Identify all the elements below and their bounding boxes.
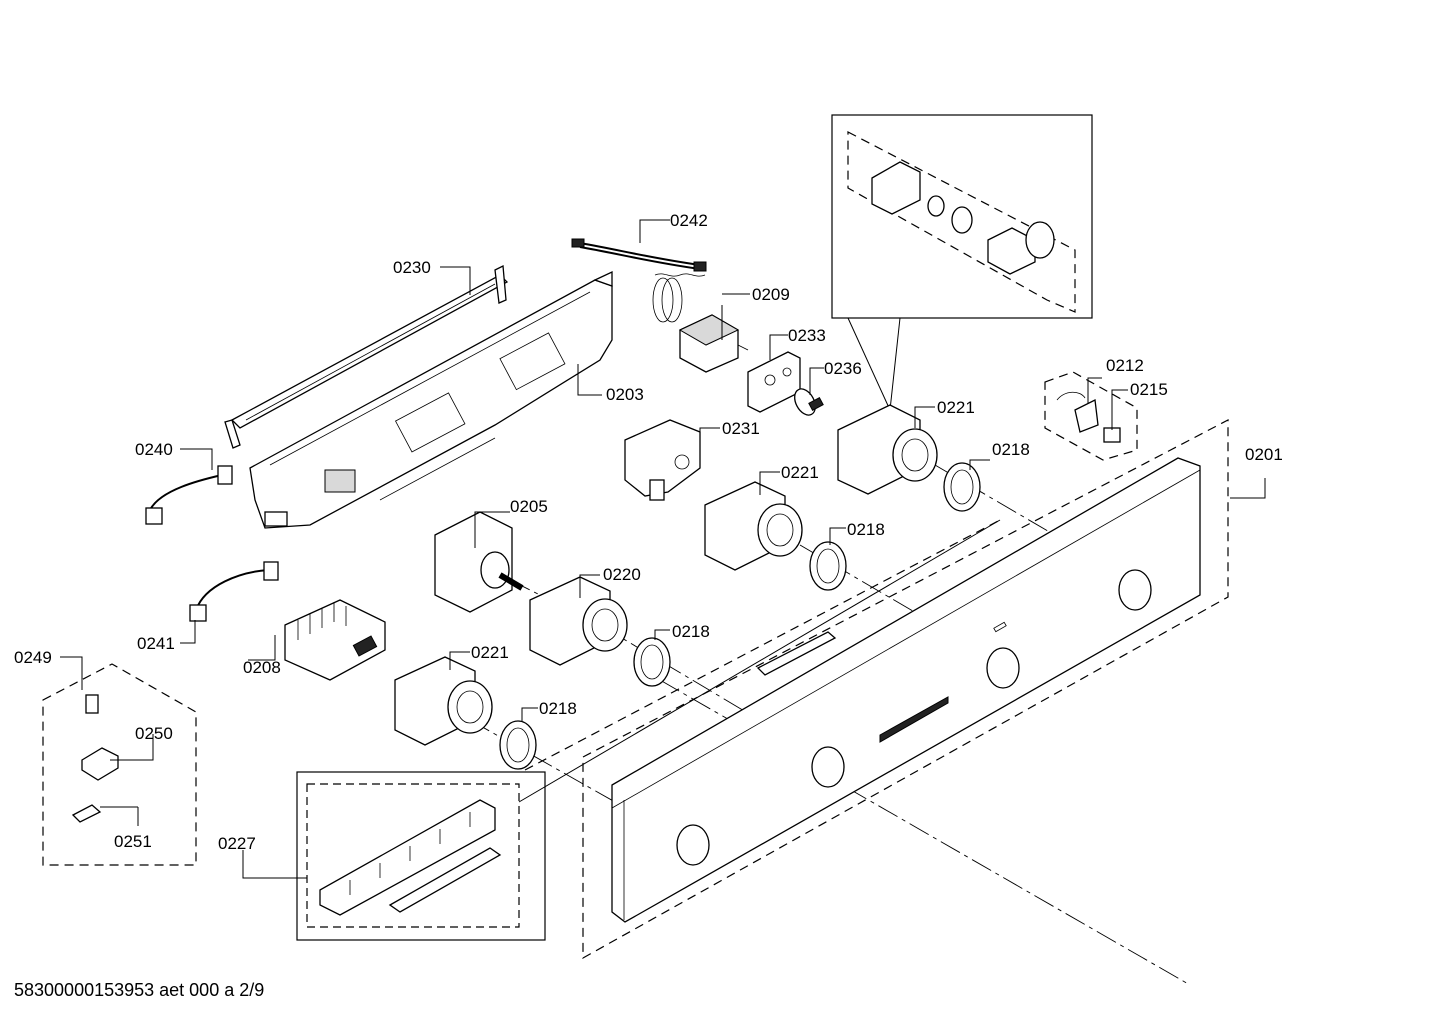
switch-0205-part	[434, 511, 524, 613]
trim-ring-0218-lower-part	[633, 637, 671, 687]
connector-0249-part	[85, 694, 99, 714]
switch-bar-inset	[296, 519, 1001, 941]
wiring-harness-0242-part	[571, 238, 707, 272]
knob-housing-0221-middle-part	[704, 481, 803, 571]
callout-0230: 0230	[393, 258, 431, 277]
callout-0240: 0240	[135, 440, 173, 459]
callout-0209: 0209	[752, 285, 790, 304]
thermostat-group-outline	[1044, 371, 1138, 461]
thermostat-0209-part	[652, 273, 749, 373]
capacitor-0250-part	[81, 747, 119, 781]
callout-0205: 0205	[510, 497, 548, 516]
control-module-frame-part	[249, 270, 613, 529]
knob-housing-0221-top-part	[837, 404, 938, 495]
bracket-0231-part	[624, 419, 701, 501]
callout-0242: 0242	[670, 211, 708, 230]
callout-0212: 0212	[1106, 356, 1144, 375]
callout-0215: 0215	[1130, 380, 1168, 399]
callout-0236: 0236	[824, 359, 862, 378]
callout-0241: 0241	[137, 634, 175, 653]
small-parts-group-outline	[42, 663, 197, 866]
callout-0201: 0201	[1245, 445, 1283, 464]
thermostat-0212-part	[1056, 391, 1121, 443]
knob-detail-inset	[831, 114, 1093, 411]
selector-switch-0208-part	[284, 599, 386, 681]
mounting-rail-part	[224, 264, 509, 449]
callout-0251: 0251	[114, 832, 152, 851]
callout-0221-middle: 0221	[781, 463, 819, 482]
document-code: 58300000153953 aet 000 a 2/9	[14, 980, 265, 1000]
callout-0208: 0208	[243, 658, 281, 677]
front-panel-0201-part	[611, 457, 1201, 923]
callout-labels: 0201 0203 0205 0208 0209 0212 0215 0218 …	[14, 211, 1283, 853]
knob-detail-contents	[871, 161, 1055, 275]
callout-0249: 0249	[14, 648, 52, 667]
callout-0218-lower: 0218	[672, 622, 710, 641]
callout-0220: 0220	[603, 565, 641, 584]
callout-0221-top: 0221	[937, 398, 975, 417]
lamp-0236-part	[794, 388, 824, 416]
callout-0203: 0203	[606, 385, 644, 404]
callout-0218-top: 0218	[992, 440, 1030, 459]
bracket-0233-part	[747, 351, 801, 413]
clip-0251-part	[71, 804, 102, 823]
pushbutton-bar-0227-part	[319, 799, 502, 916]
callout-0231: 0231	[722, 419, 760, 438]
pushbutton-bar-axis-part	[756, 631, 837, 676]
wiring-harness-0240-part	[145, 465, 233, 525]
wiring-harness-0241-part	[189, 561, 279, 622]
front-panel-group-outline	[582, 419, 1229, 960]
callout-0221-bottom: 0221	[471, 643, 509, 662]
callout-0250: 0250	[135, 724, 173, 743]
knob-housing-0220-part	[529, 576, 628, 666]
callout-0227: 0227	[218, 834, 256, 853]
callout-0218-middle: 0218	[847, 520, 885, 539]
callout-leader-lines	[60, 219, 1266, 879]
knob-housing-0221-bottom-part	[394, 656, 493, 746]
callout-0233: 0233	[788, 326, 826, 345]
callout-0218-bottom: 0218	[539, 699, 577, 718]
trim-ring-0218-middle-part	[809, 541, 847, 591]
trim-ring-0218-top-part	[943, 462, 981, 512]
trim-ring-0218-bottom-part	[499, 720, 537, 770]
